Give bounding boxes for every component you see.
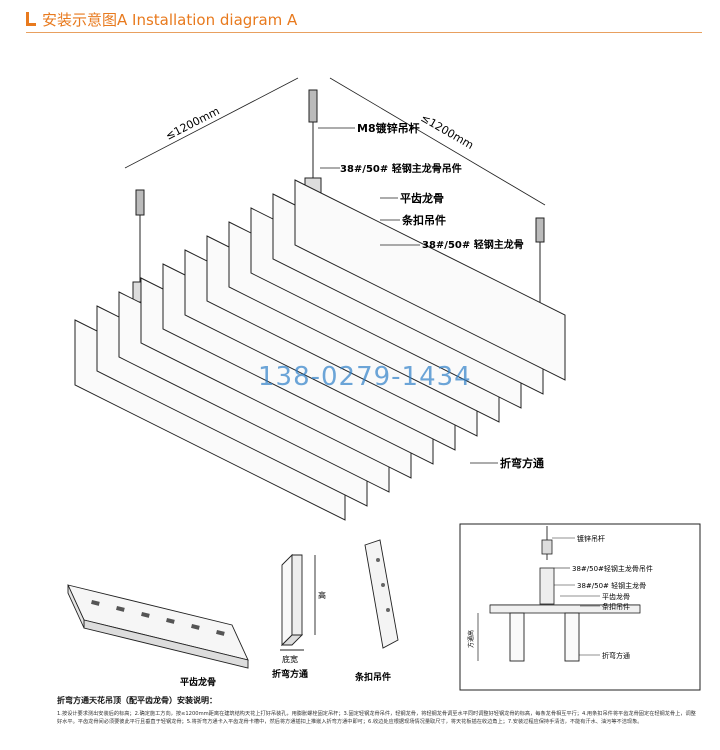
label-main-keel: 38#/50# 轻钢主龙骨 <box>422 238 524 251</box>
dim-left-text: ≤1200mm <box>163 104 221 142</box>
bent-square-tubes <box>74 179 566 521</box>
notes-title: 折弯方通天花吊顶（配平齿龙骨）安装说明： <box>57 696 217 705</box>
label-tube: 折弯方通 <box>500 456 544 470</box>
part-clip-hanger <box>364 539 399 649</box>
main-assembly <box>74 89 566 521</box>
section-label-hanger: 38#/50#轻钢主龙骨吊件 <box>572 564 653 573</box>
header-underline <box>26 32 702 33</box>
dimension-lines <box>124 77 546 206</box>
part-label-tube: 折弯方通 <box>272 668 308 680</box>
part-label-flat-keel: 平齿龙骨 <box>180 676 216 688</box>
section-view <box>459 523 701 691</box>
label-hanger: 38#/50# 轻钢主龙骨吊件 <box>340 162 462 175</box>
part-keel-slots <box>91 600 225 636</box>
section-label-rod: 镀锌吊杆 <box>577 534 605 543</box>
header-corner-icon <box>26 12 36 26</box>
install-notes: 折弯方通天花吊顶（配平齿龙骨）安装说明： 1.按设计要求测出安装后的标高；2.确… <box>57 695 697 726</box>
part-label-clip: 条扣吊件 <box>354 671 391 683</box>
callout-lines <box>318 127 498 464</box>
section-label-main-keel: 38#/50# 轻钢主龙骨 <box>577 581 646 590</box>
part-tube-height: 高 <box>318 590 326 600</box>
section-label-tube: 折弯方通 <box>602 651 630 660</box>
section-label-height: 方通高 <box>467 630 475 648</box>
section-label-flat-keel: 平齿龙骨 <box>602 592 630 601</box>
section-callouts <box>552 537 600 656</box>
header-title: 安装示意图A Installation diagram A <box>42 10 298 29</box>
label-rod: M8镀锌吊杆 <box>357 121 420 135</box>
section-label-clip: 条扣吊件 <box>602 602 630 611</box>
part-flat-tooth-keel <box>67 584 249 669</box>
dim-right-text: ≤1200mm <box>419 111 476 152</box>
label-clip: 条扣吊件 <box>401 213 446 227</box>
section-header: 安装示意图A Installation diagram A <box>26 8 297 30</box>
label-flat-keel: 平齿龙骨 <box>400 191 444 205</box>
part-tube-width: 底宽 <box>282 654 298 664</box>
notes-body: 1.按设计要求测出安装后的标高；2.确定施工方向，按≤1200mm距离在建筑结构… <box>57 711 696 725</box>
part-bent-tube <box>280 553 316 651</box>
phone-watermark: 138-0279-1434 <box>258 362 472 392</box>
